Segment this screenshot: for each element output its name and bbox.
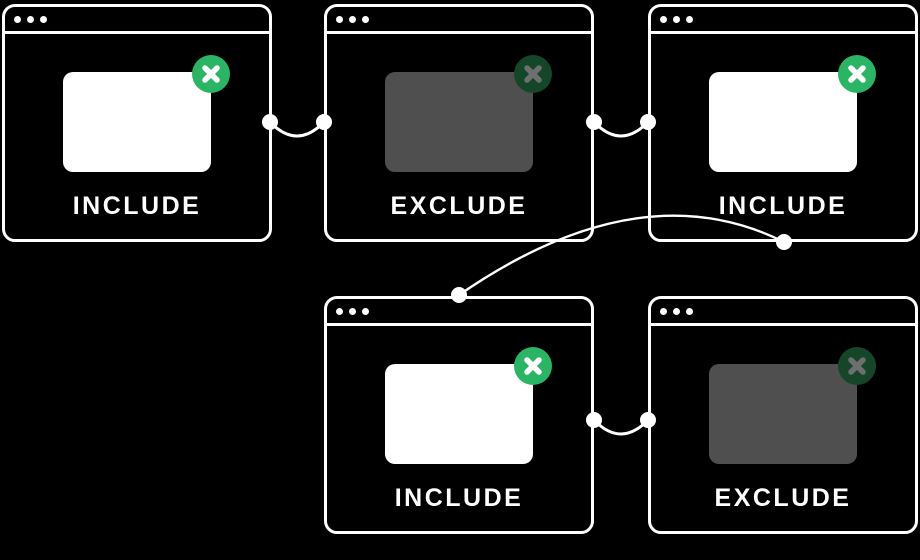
window-titlebar: [651, 7, 915, 34]
window-label: INCLUDE: [394, 484, 524, 512]
window-dots-icon: [686, 307, 693, 315]
window-titlebar: [5, 7, 269, 34]
browser-window-3: INCLUDE: [648, 4, 918, 242]
x-icon: [848, 65, 866, 83]
connector-curve: [592, 120, 650, 138]
connector-curve: [268, 120, 326, 138]
content-thumbnail: [709, 72, 857, 172]
window-dots-icon: [660, 307, 667, 315]
window-label: EXCLUDE: [390, 192, 528, 220]
content-thumbnail: [63, 72, 211, 172]
browser-window-5: EXCLUDE: [648, 296, 918, 534]
connector-curve: [592, 418, 650, 436]
window-titlebar: [327, 7, 591, 34]
connector-node-dot[interactable]: [640, 412, 656, 428]
content-thumbnail: [709, 364, 857, 464]
close-badge-button[interactable]: [838, 55, 876, 93]
x-icon: [848, 357, 866, 375]
x-icon: [524, 65, 542, 83]
window-dots-icon: [362, 307, 369, 315]
window-dots-icon: [673, 307, 680, 315]
window-dots-icon: [349, 15, 356, 23]
content-thumbnail: [385, 364, 533, 464]
connector-node-dot[interactable]: [640, 114, 656, 130]
window-titlebar: [327, 299, 591, 326]
window-dots-icon: [27, 15, 34, 23]
window-dots-icon: [336, 307, 343, 315]
window-dots-icon: [14, 15, 21, 23]
window-dots-icon: [673, 15, 680, 23]
x-icon: [202, 65, 220, 83]
window-dots-icon: [362, 15, 369, 23]
close-badge-button[interactable]: [192, 55, 230, 93]
window-dots-icon: [660, 15, 667, 23]
connector-node-dot[interactable]: [586, 114, 602, 130]
window-dots-icon: [40, 15, 47, 23]
browser-window-1: INCLUDE: [2, 4, 272, 242]
close-badge-button[interactable]: [838, 347, 876, 385]
browser-window-4: INCLUDE: [324, 296, 594, 534]
connector-node-dot[interactable]: [262, 114, 278, 130]
close-badge-button[interactable]: [514, 347, 552, 385]
window-label: INCLUDE: [718, 192, 848, 220]
window-titlebar: [651, 299, 915, 326]
connector-node-dot[interactable]: [316, 114, 332, 130]
connector-node-dot[interactable]: [451, 287, 467, 303]
window-dots-icon: [686, 15, 693, 23]
window-label: INCLUDE: [72, 192, 202, 220]
browser-window-2: EXCLUDE: [324, 4, 594, 242]
close-badge-button[interactable]: [514, 55, 552, 93]
connector-node-dot[interactable]: [776, 234, 792, 250]
window-label: EXCLUDE: [714, 484, 852, 512]
content-thumbnail: [385, 72, 533, 172]
window-dots-icon: [349, 307, 356, 315]
x-icon: [524, 357, 542, 375]
window-dots-icon: [336, 15, 343, 23]
connector-node-dot[interactable]: [586, 412, 602, 428]
